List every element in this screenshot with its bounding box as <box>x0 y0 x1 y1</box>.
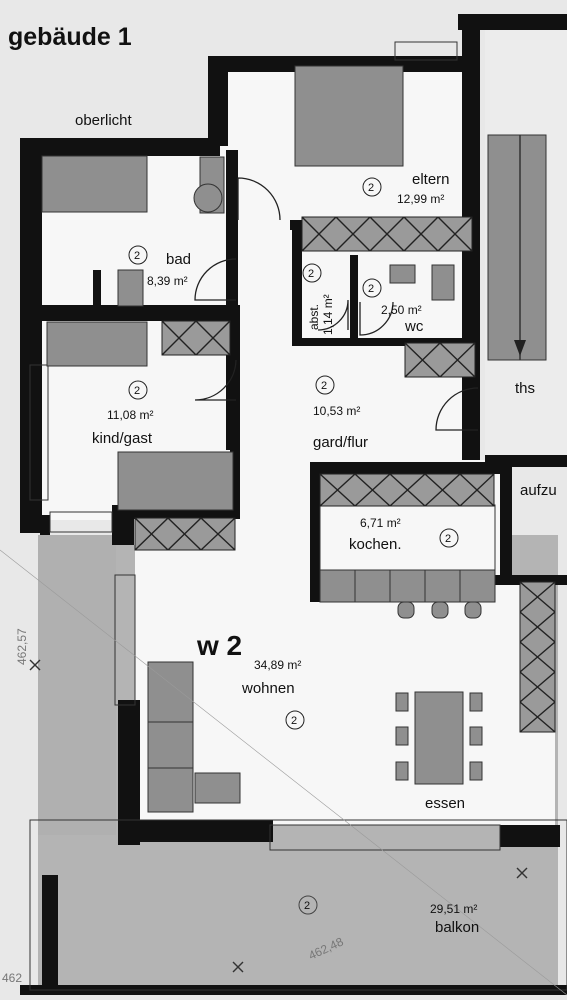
unit-marker: 2 <box>128 245 148 265</box>
room-kind-name: kind/gast <box>92 430 153 447</box>
unit-markers: 2 2 2 2 2 2 2 2 2 <box>128 177 459 915</box>
svg-text:2: 2 <box>291 715 297 727</box>
cabinet-wardrobe-eltern <box>301 216 473 252</box>
room-flur-name: gard/flur <box>313 434 368 451</box>
unit-label: w 2 <box>196 630 242 661</box>
room-bad-name: bad <box>166 251 191 268</box>
room-kind-area: 11,08 m² <box>107 408 153 422</box>
survey-marks <box>0 549 567 996</box>
svg-text:2: 2 <box>445 533 451 545</box>
room-wohnen-area: 34,89 m² <box>254 658 301 672</box>
cabinet-kind <box>161 320 231 356</box>
room-bad-area: 8,39 m² <box>147 274 188 288</box>
room-kochen-name: kochen. <box>349 536 402 553</box>
coord-left: 462,57 <box>15 628 29 665</box>
unit-marker: 2 <box>285 710 305 730</box>
room-abst-area: 1,14 m² <box>321 294 335 335</box>
svg-text:2: 2 <box>321 380 327 392</box>
room-essen-name: essen <box>425 795 465 812</box>
svg-text:2: 2 <box>368 182 374 194</box>
unit-marker: 2 <box>362 278 382 298</box>
cabinet-essen <box>519 581 556 733</box>
room-balkon-area: 29,51 m² <box>430 902 477 916</box>
room-flur-area: 10,53 m² <box>313 404 360 418</box>
svg-text:2: 2 <box>304 900 310 912</box>
cabinet-wc <box>404 342 476 378</box>
cabinet-kitchen <box>319 473 495 507</box>
unit-marker: 2 <box>315 375 335 395</box>
aufzug-label: aufzu <box>520 482 557 499</box>
apartment-floor <box>40 70 555 825</box>
svg-text:2: 2 <box>134 385 140 397</box>
unit-marker: 2 <box>298 895 318 915</box>
unit-marker: 2 <box>362 177 382 197</box>
room-wc-area: 2,50 m² <box>381 303 422 317</box>
door-swings <box>194 177 479 431</box>
room-eltern-area: 12,99 m² <box>397 192 444 206</box>
cabinet-wohnen <box>134 517 236 551</box>
oberlicht-label: oberlicht <box>75 112 133 129</box>
svg-text:2: 2 <box>134 250 140 262</box>
furniture <box>41 65 547 813</box>
ths-label: ths <box>515 380 535 397</box>
room-wc-name: wc <box>404 318 424 335</box>
unit-marker: 2 <box>302 263 322 283</box>
unit-marker: 2 <box>439 528 459 548</box>
room-balkon-name: balkon <box>435 919 479 936</box>
room-kochen-area: 6,71 m² <box>360 516 401 530</box>
svg-text:2: 2 <box>368 283 374 295</box>
room-abst-name: abst. <box>307 304 321 330</box>
room-eltern-name: eltern <box>412 171 450 188</box>
unit-marker: 2 <box>128 380 148 400</box>
building-title: gebäude 1 <box>8 23 132 51</box>
room-wohnen-name: wohnen <box>241 680 295 697</box>
coord-corner: 462 <box>2 971 22 985</box>
svg-text:2: 2 <box>308 268 314 280</box>
